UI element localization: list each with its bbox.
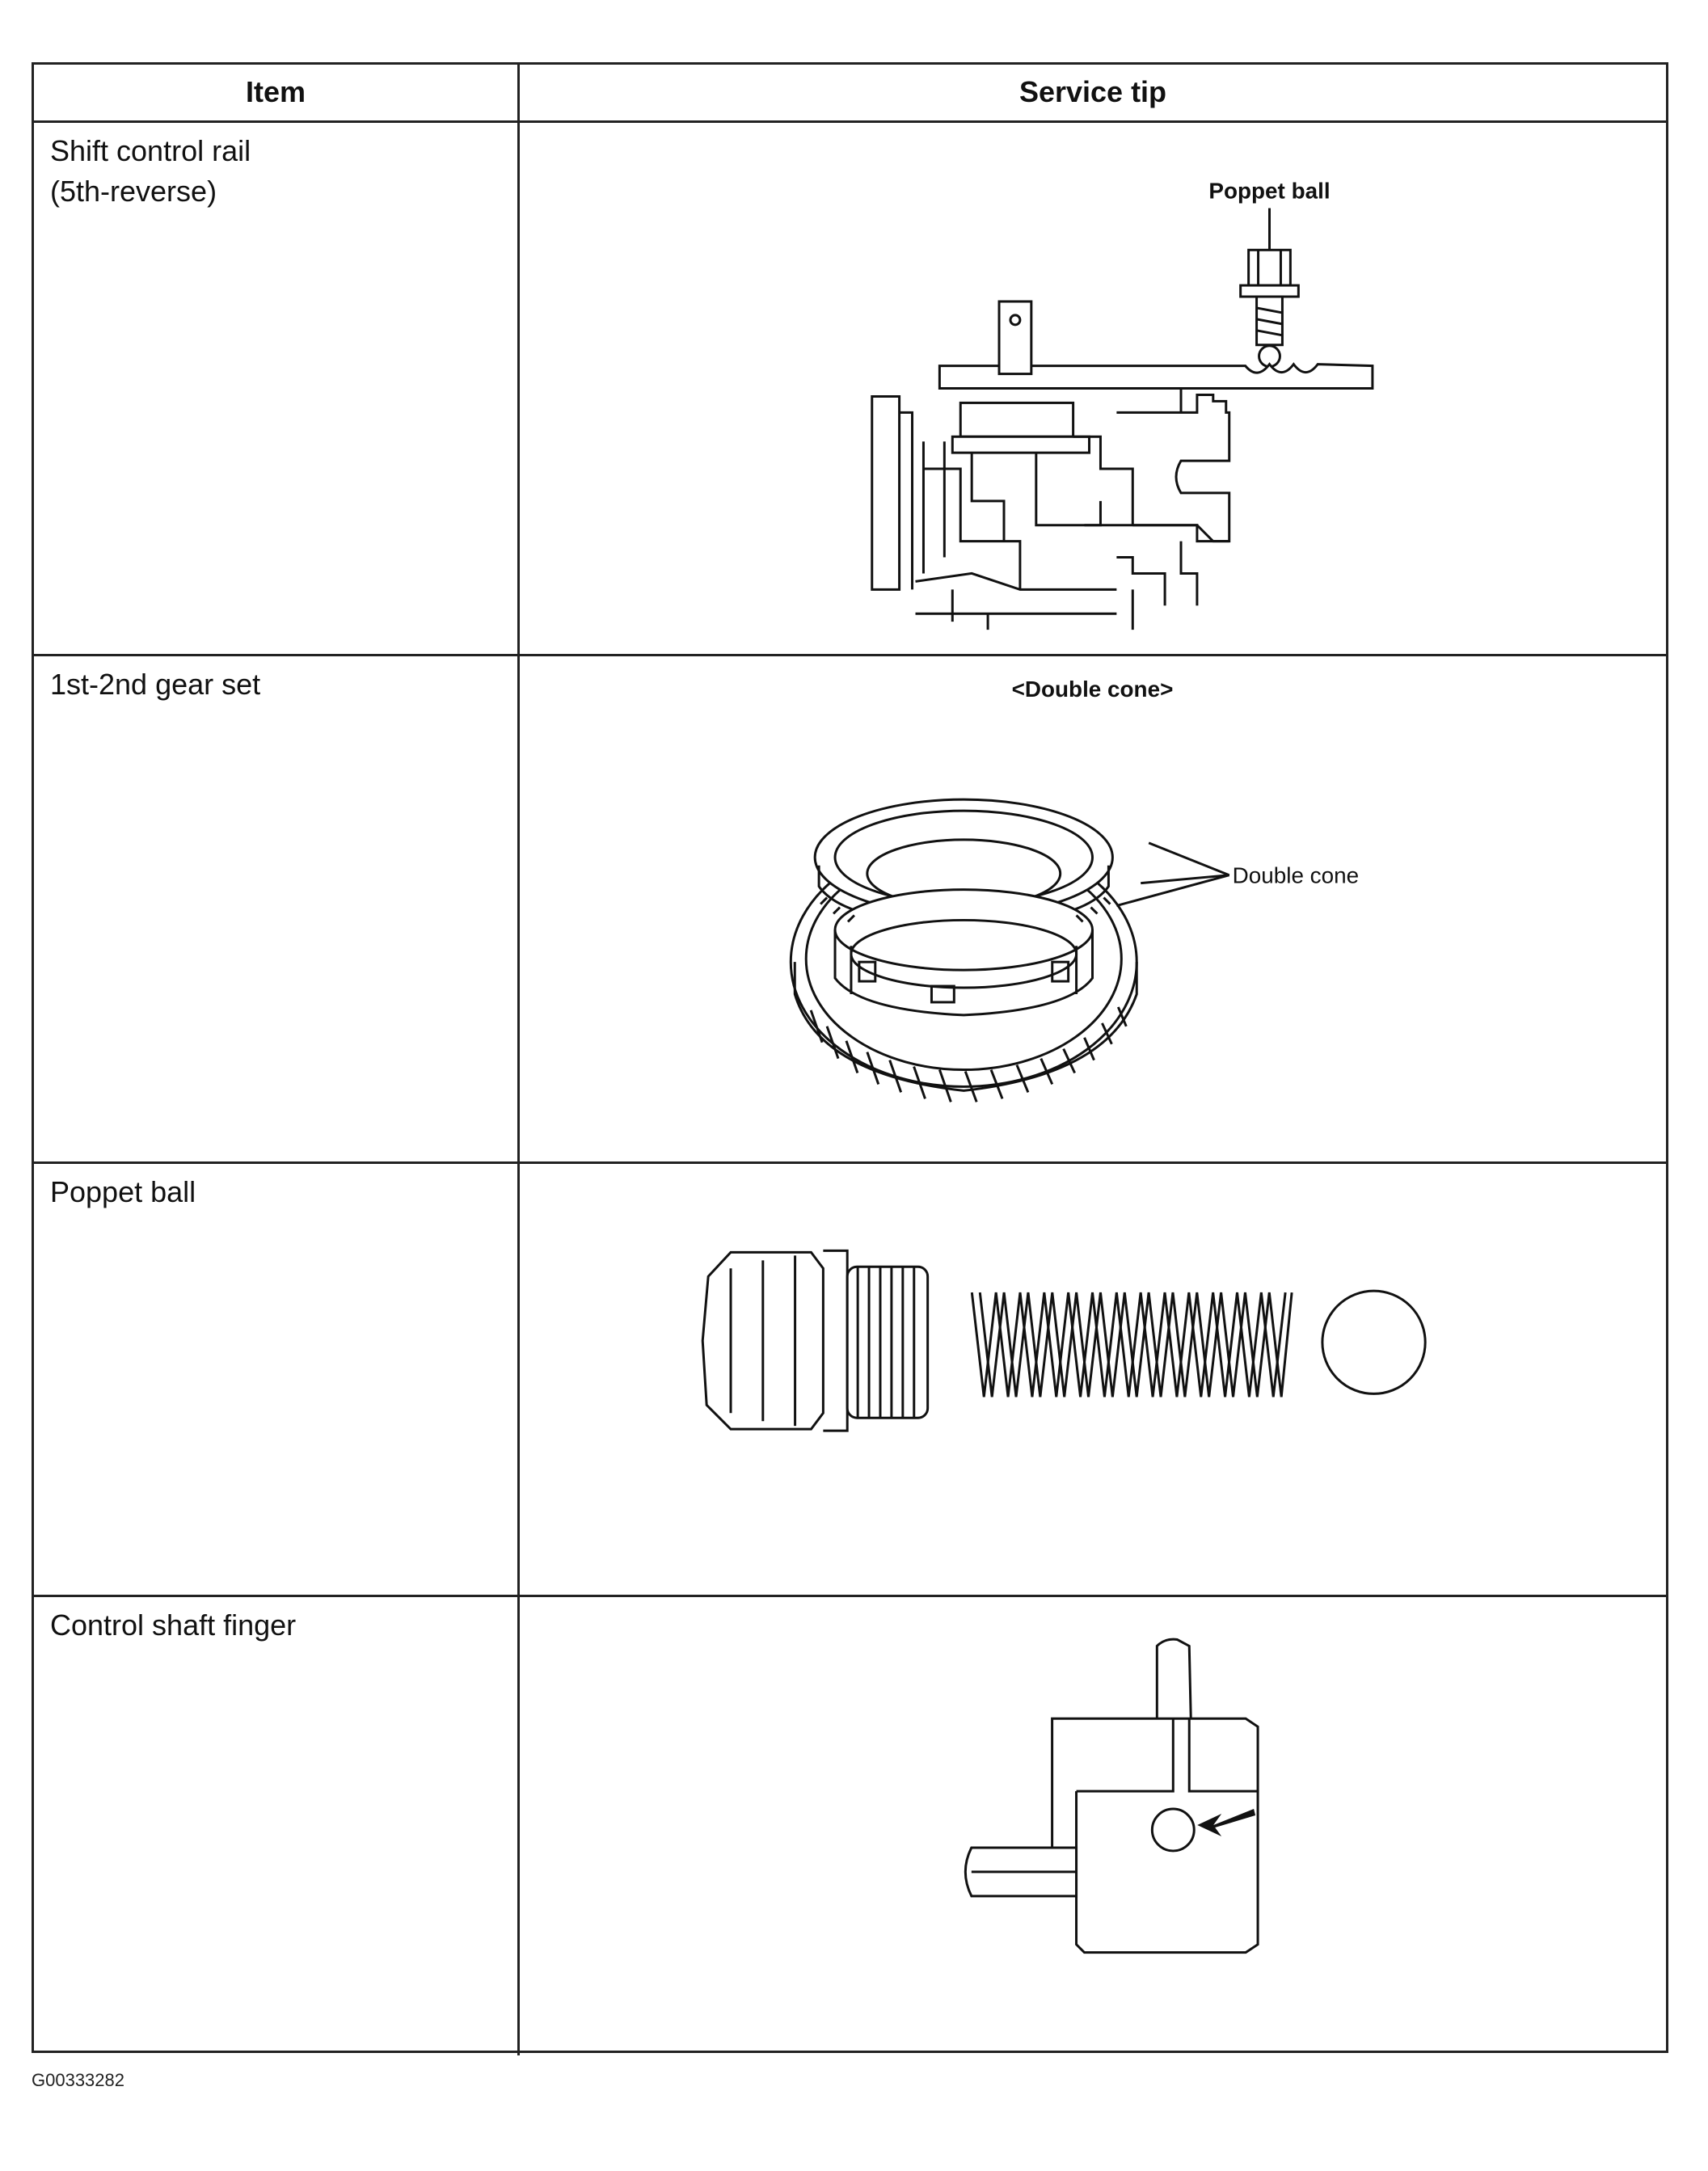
arrow-icon (1197, 1809, 1256, 1836)
service-tip-table: Item Service tip Shift control rail (5th… (32, 62, 1668, 2055)
shift-rail-diagram: Poppet ball (871, 179, 1374, 630)
poppet-ball-illustration (520, 1164, 1666, 1595)
table-row: 1st-2nd gear set <Double cone> (34, 656, 1666, 1164)
header-service-tip: Service tip (1018, 75, 1167, 108)
gear-set-illustration: <Double cone> (520, 656, 1666, 1161)
caption-double-cone: <Double cone> (1012, 677, 1174, 702)
control-shaft-finger-illustration (520, 1597, 1666, 2055)
item-label-shift-control-rail: Shift control rail (5th-reverse) (50, 134, 251, 208)
table-header-row: Item Service tip (34, 65, 1666, 123)
item-label-gear-set: 1st-2nd gear set (50, 668, 261, 701)
double-cone-diagram: <Double cone> (789, 677, 1359, 1102)
table-row: Shift control rail (5th-reverse) (34, 123, 1666, 656)
callout-poppet-ball: Poppet ball (1208, 179, 1330, 204)
figure-code: G00333282 (32, 2070, 124, 2090)
table-row: Poppet ball (34, 1164, 1666, 1597)
item-label-control-shaft-finger: Control shaft finger (50, 1608, 297, 1642)
table-row: Control shaft finger (34, 1597, 1666, 2055)
item-label-poppet-ball: Poppet ball (50, 1175, 196, 1208)
shaft-finger-diagram (964, 1638, 1259, 1954)
header-item: Item (34, 65, 520, 120)
shift-control-rail-illustration: Poppet ball (520, 123, 1666, 654)
poppet-parts-diagram (701, 1249, 1427, 1432)
callout-double-cone: Double cone (1233, 863, 1359, 888)
